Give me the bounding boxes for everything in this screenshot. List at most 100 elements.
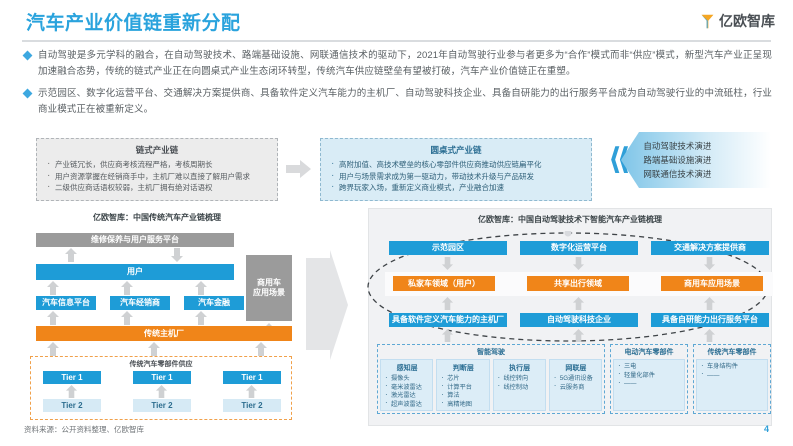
subcard-list: 5G通讯设备 云服务商 <box>553 374 599 393</box>
chain-comparison: 链式产业链 产业链冗长，供应商考核流程严格，考核周期长 用户资源掌握在经销商手中… <box>36 138 592 201</box>
diamond-bullet-icon <box>22 50 33 61</box>
roundtable-type-card: 圆桌式产业链 高附加值、高技术壁垒的核心零部件供应商推动供应链扁平化 用户与场景… <box>320 138 592 201</box>
page-title: 汽车产业价值链重新分配 <box>26 13 241 34</box>
up-arrow-icon <box>572 297 585 310</box>
list-item: 二级供应商话语权较弱，主机厂拥有绝对话语权 <box>45 181 269 194</box>
subcard-execution: 执行层 线控转向 线控制动 <box>492 359 546 411</box>
right-diagram-caption: 亿欧智库：中国自动驾驶技术下智能汽车产业链梳理 <box>478 215 662 224</box>
up-arrow-icon <box>245 385 258 398</box>
big-right-arrow-icon <box>306 250 348 360</box>
list-item: 三电 <box>617 362 682 372</box>
down-arrow-icon <box>703 257 716 270</box>
summary-bullets: 自动驾驶是多元学科的融合，在自动驾驶技术、路端基础设施、网联通信技术的驱动下，2… <box>22 48 772 124</box>
subcard-list: 芯片 计算平台 算法 高精地图 <box>440 374 486 409</box>
traditional-parts-label: 传统汽车零部件 <box>707 349 757 356</box>
traditional-parts-group: 传统汽车零部件 车身结构件 —— <box>693 344 771 414</box>
roundtable-card-title: 圆桌式产业链 <box>430 145 482 155</box>
supply-group-label: 传统汽车零部件供应 <box>129 361 193 368</box>
oem-bar: 传统主机厂 <box>36 326 292 341</box>
commercial-vehicle-box: 商用车 应用场景 <box>246 255 292 321</box>
list-item: 用户与场景需求成为第一驱动力，带动技术升级与产品研发 <box>329 170 583 183</box>
subcard-list: 车身结构件 —— <box>700 362 765 380</box>
evolution-line-list: 自动驾驶技术演进 路端基础设施演进 网联通信技术演进 <box>643 139 711 181</box>
ev-parts-group: 电动汽车零部件 三电 轻量化部件 —— <box>610 344 688 414</box>
up-arrow-icon <box>121 311 133 325</box>
chain-card-list: 产业链冗长，供应商考核流程严格，考核周期长 用户资源掌握在经销商手中，主机厂难以… <box>45 158 269 194</box>
tier2-box: Tier 2 <box>43 399 101 412</box>
list-item: —— <box>617 379 682 389</box>
list-item: 跨界玩家入场，重新定义商业模式，产业融合加速 <box>329 181 583 194</box>
top-row-box-digital-platform: 数字化运营平台 <box>520 241 638 255</box>
source-note: 资料来源：公开资料整理、亿欧智库 <box>24 425 144 434</box>
channel-box-finance: 汽车金融 <box>184 296 244 310</box>
up-arrow-icon <box>47 311 59 325</box>
channel-box-dealer: 汽车经销商 <box>110 296 170 310</box>
list-item: 线控制动 <box>497 382 543 393</box>
subcard-list: 三电 轻量化部件 —— <box>617 362 682 389</box>
bullet-item: 示范园区、数字化运营平台、交通解决方案提供商、具备软件定义汽车能力的主机厂、自动… <box>22 86 772 117</box>
subcard-decision: 判断层 芯片 计算平台 算法 高精地图 <box>436 359 490 411</box>
subcard-title: 感知层 <box>396 365 418 372</box>
top-row-box-demo-park: 示范园区 <box>389 241 507 255</box>
chain-type-card: 链式产业链 产业链冗长，供应商考核流程严格，考核周期长 用户资源掌握在经销商手中… <box>36 138 278 201</box>
subcard-ev-parts: 三电 轻量化部件 —— <box>613 359 685 411</box>
bottom-row-box-mobility-platform: 具备自研能力出行服务平台 <box>651 313 769 327</box>
bottom-row-box-ad-tech: 自动驾驶科技企业 <box>520 313 638 327</box>
up-arrow-icon <box>195 311 207 325</box>
subcard-connectivity: 网联层 5G通讯设备 云服务商 <box>548 359 602 411</box>
down-arrow-icon <box>171 248 183 262</box>
mid-row-box-commercial: 商用车应用场景 <box>661 276 763 291</box>
right-arrow-icon <box>286 160 311 179</box>
up-arrow-icon <box>155 385 168 398</box>
up-arrow-icon <box>65 248 77 262</box>
chain-card-title: 链式产业链 <box>135 145 179 155</box>
list-item: 毫米波雷达 <box>384 382 430 393</box>
y-brand-icon <box>701 14 714 29</box>
diamond-bullet-icon <box>22 88 33 99</box>
bottom-row-box-sdv-oem: 具备软件定义汽车能力的主机厂 <box>389 313 507 327</box>
up-arrow-icon <box>703 297 716 310</box>
subcard-title: 判断层 <box>452 365 474 372</box>
evolution-line: 网联通信技术演进 <box>643 169 712 179</box>
subcard-list: 摄像头 毫米波雷达 激光雷达 超声波雷达 <box>384 374 430 409</box>
subcard-title: 执行层 <box>509 365 531 372</box>
traditional-parts-supply-group: 传统汽车零部件供应 Tier 1 Tier 1 Tier 1 Tier 2 Ti… <box>30 356 292 420</box>
evolution-callout: ⟨⟨ 自动驾驶技术演进 路端基础设施演进 网联通信技术演进 <box>608 132 772 188</box>
evolution-banner-shape <box>621 132 772 188</box>
tier1-box: Tier 1 <box>43 371 101 384</box>
list-item: 云服务商 <box>553 382 599 393</box>
roundtable-card-list: 高附加值、高技术壁垒的核心零部件供应商推动供应链扁平化 用户与场景需求成为第一驱… <box>329 158 583 194</box>
evolution-line: 路端基础设施演进 <box>643 155 712 165</box>
service-platform-bar: 维修保养与用户服务平台 <box>36 233 234 247</box>
list-item: 产业链冗长，供应商考核流程严格，考核周期长 <box>45 158 269 171</box>
evolution-line: 自动驾驶技术演进 <box>643 141 712 151</box>
traditional-value-chain-diagram: 亿欧智库：中国传统汽车产业链梳理 商用车 应用场景 维修保养与用户服务平台 用户… <box>22 212 292 423</box>
list-item: 芯片 <box>440 374 486 384</box>
top-row-box-traffic-solution: 交通解决方案提供商 <box>651 241 769 255</box>
list-item: 摄像头 <box>384 374 430 384</box>
tier2-box: Tier 2 <box>133 399 191 412</box>
mid-row-box-private-car: 私家车领域（用户） <box>393 276 495 291</box>
commercial-vehicle-label-1: 商用车 <box>257 278 281 287</box>
subcard-traditional-parts: 车身结构件 —— <box>696 359 768 411</box>
up-arrow-icon <box>572 329 585 342</box>
list-item: 计算平台 <box>440 382 486 393</box>
left-diagram-caption: 亿欧智库：中国传统汽车产业链梳理 <box>93 213 221 222</box>
up-arrow-icon <box>441 297 454 310</box>
list-item: 用户资源掌握在经销商手中，主机厂难以直接了解用户需求 <box>45 170 269 183</box>
up-arrow-icon <box>121 281 133 295</box>
ev-parts-label: 电动汽车零部件 <box>624 349 674 356</box>
up-arrow-icon <box>703 329 716 342</box>
smart-driving-group: 智能驾驶 感知层 摄像头 毫米波雷达 激光雷达 超声波雷达 判断层 芯片 计算平… <box>377 344 605 414</box>
mid-row-box-shared-mobility: 共享出行领域 <box>527 276 629 291</box>
list-item: 算法 <box>440 391 486 401</box>
page-number: 4 <box>763 424 769 434</box>
subcard-list: 线控转向 线控制动 <box>497 374 543 393</box>
double-chevron-left-icon: ⟨⟨ <box>608 143 631 176</box>
subcard-title: 网联层 <box>565 365 587 372</box>
up-arrow-icon <box>148 342 160 356</box>
bullet-text: 示范园区、数字化运营平台、交通解决方案提供商、具备软件定义汽车能力的主机厂、自动… <box>38 88 772 115</box>
list-item: 高附加值、高技术壁垒的核心零部件供应商推动供应链扁平化 <box>329 158 583 171</box>
header-divider <box>22 40 771 42</box>
